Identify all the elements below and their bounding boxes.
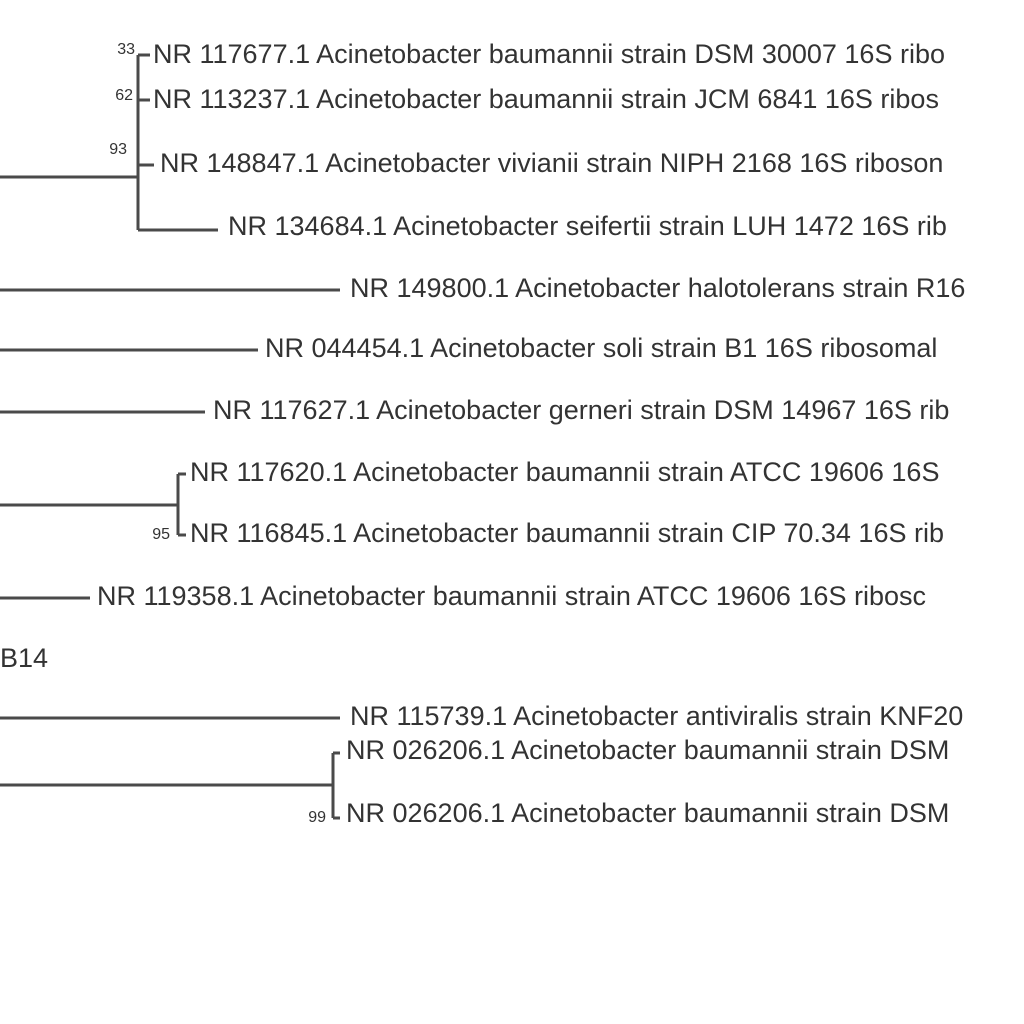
tree-branches	[0, 53, 340, 820]
leaf-label: NR 117627.1 Acinetobacter gerneri strain…	[213, 395, 949, 425]
leaf-label: NR 026206.1 Acinetobacter baumannii stra…	[346, 798, 949, 828]
leaf-label: B14	[0, 643, 48, 673]
leaf-label: NR 113237.1 Acinetobacter baumannii stra…	[153, 84, 939, 114]
bootstrap-value: 93	[109, 141, 127, 158]
leaf-label: NR 115739.1 Acinetobacter antiviralis st…	[350, 701, 963, 731]
leaf-label: NR 117620.1 Acinetobacter baumannii stra…	[190, 457, 939, 487]
leaf-label: NR 134684.1 Acinetobacter seifertii stra…	[228, 211, 947, 241]
leaf-label: NR 026206.1 Acinetobacter baumannii stra…	[346, 735, 949, 765]
leaf-label: NR 044454.1 Acinetobacter soli strain B1…	[265, 333, 937, 363]
leaf-label: NR 148847.1 Acinetobacter vivianii strai…	[160, 148, 943, 178]
bootstrap-value: 62	[115, 87, 133, 104]
leaf-labels: NR 117677.1 Acinetobacter baumannii stra…	[0, 39, 965, 828]
leaf-label: NR 149800.1 Acinetobacter halotolerans s…	[350, 273, 965, 303]
bootstrap-value: 33	[117, 41, 135, 58]
leaf-label: NR 119358.1 Acinetobacter baumannii stra…	[97, 581, 926, 611]
bootstrap-values: 33 62 93 95 99	[109, 41, 326, 826]
bootstrap-value: 99	[308, 809, 326, 826]
leaf-label: NR 116845.1 Acinetobacter baumannii stra…	[190, 518, 944, 548]
leaf-label: NR 117677.1 Acinetobacter baumannii stra…	[153, 39, 945, 69]
bootstrap-value: 95	[152, 526, 170, 543]
